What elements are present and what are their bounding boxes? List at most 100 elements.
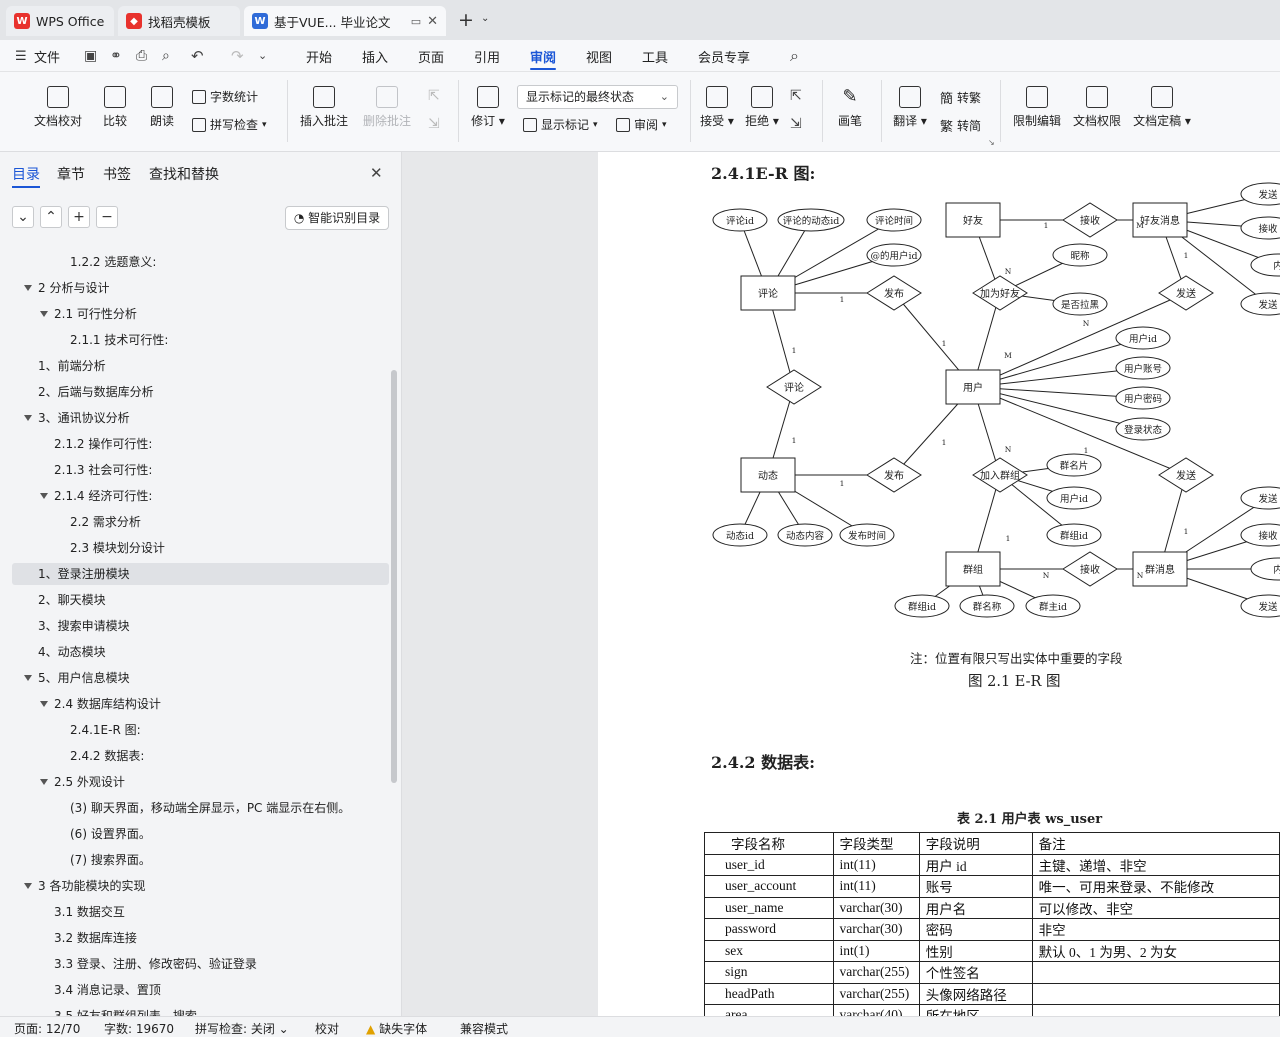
expand-triangle-icon[interactable] bbox=[40, 701, 48, 707]
toc-item[interactable]: 2.4.1E-R 图: bbox=[12, 719, 389, 741]
toc-item[interactable]: 3、通讯协议分析 bbox=[12, 407, 389, 429]
revise-button[interactable]: 修订 ▾ bbox=[470, 86, 506, 129]
link-icon[interactable]: ⚭ bbox=[110, 48, 122, 64]
toc-item[interactable]: 3、搜索申请模块 bbox=[12, 615, 389, 637]
nav-tab-find-replace[interactable]: 查找和替换 bbox=[149, 167, 219, 183]
tab-list-chevron-icon[interactable]: ⌄ bbox=[481, 13, 490, 24]
toc-item[interactable]: 2 分析与设计 bbox=[12, 277, 389, 299]
tab-wps-office[interactable]: W WPS Office bbox=[6, 6, 114, 36]
word-count-button[interactable]: 字数统计 bbox=[192, 88, 258, 105]
expand-all-button[interactable]: ⌄ bbox=[12, 206, 34, 228]
proofread-status[interactable]: 校对 bbox=[315, 1022, 340, 1036]
toc-item[interactable]: 4、动态模块 bbox=[12, 641, 389, 663]
menu-references[interactable]: 引用 bbox=[474, 51, 501, 66]
toc-item[interactable]: (7) 搜索界面。 bbox=[12, 849, 389, 871]
pen-button[interactable]: ✎ 画笔 bbox=[836, 86, 864, 129]
toc-item[interactable]: 3 各功能模块的实现 bbox=[12, 875, 389, 897]
spell-check-status[interactable]: 拼写检查: 关闭 ⌄ bbox=[195, 1022, 289, 1036]
collapse-all-button[interactable]: ⌃ bbox=[40, 206, 62, 228]
save-icon[interactable]: ▣ bbox=[84, 48, 98, 64]
dialog-launcher-icon[interactable]: ↘ bbox=[988, 138, 995, 147]
menu-member[interactable]: 会员专享 bbox=[698, 51, 751, 66]
toc-item[interactable]: 3.3 登录、注册、修改密码、验证登录 bbox=[12, 953, 389, 975]
undo-icon[interactable]: ↶ bbox=[191, 47, 204, 65]
menu-home[interactable]: 开始 bbox=[306, 51, 333, 66]
word-count-indicator[interactable]: 字数: 19670 bbox=[104, 1022, 175, 1036]
toc-item[interactable]: 2.1.4 经济可行性: bbox=[12, 485, 389, 507]
quick-access-chevron-icon[interactable]: ⌄ bbox=[258, 49, 268, 62]
doc-permission-button[interactable]: 文档权限 bbox=[1072, 86, 1122, 129]
expand-triangle-icon[interactable] bbox=[40, 779, 48, 785]
previous-revision-icon[interactable]: ⇱ bbox=[790, 88, 802, 104]
menu-view[interactable]: 视图 bbox=[586, 51, 613, 66]
add-heading-button[interactable]: + bbox=[68, 206, 90, 228]
pin-window-icon[interactable]: ▭ bbox=[410, 14, 422, 28]
print-icon[interactable]: ⎙ bbox=[136, 48, 148, 64]
new-tab-icon[interactable]: + bbox=[458, 9, 474, 31]
toc-item[interactable]: 2.1 可行性分析 bbox=[12, 303, 389, 325]
show-markup-button[interactable]: 显示标记 ▾ bbox=[523, 116, 598, 133]
insert-comment-button[interactable]: 插入批注 bbox=[300, 86, 348, 129]
nav-tab-toc[interactable]: 目录 bbox=[12, 164, 40, 188]
menu-review[interactable]: 审阅 bbox=[530, 47, 557, 70]
expand-triangle-icon[interactable] bbox=[40, 493, 48, 499]
toc-item[interactable]: 1.2.2 选题意义: bbox=[12, 251, 389, 273]
page-indicator[interactable]: 页面: 12/70 bbox=[14, 1022, 81, 1036]
nav-tab-bookmarks[interactable]: 书签 bbox=[103, 167, 131, 183]
spell-check-button[interactable]: 拼写检查 ▾ bbox=[192, 116, 267, 133]
toc-item[interactable]: 2.1.3 社会可行性: bbox=[12, 459, 389, 481]
toc-item[interactable]: 2.4 数据库结构设计 bbox=[12, 693, 389, 715]
smart-toc-button[interactable]: ◔ 智能识别目录 bbox=[285, 206, 389, 230]
remove-heading-button[interactable]: − bbox=[96, 206, 118, 228]
restrict-edit-button[interactable]: 限制编辑 bbox=[1012, 86, 1062, 129]
menu-tools[interactable]: 工具 bbox=[642, 51, 669, 66]
review-pane-button[interactable]: 审阅 ▾ bbox=[616, 116, 667, 133]
toc-item[interactable]: 2.5 外观设计 bbox=[12, 771, 389, 793]
next-comment-icon[interactable]: ⇲ bbox=[428, 116, 440, 132]
read-aloud-button[interactable]: 朗读 bbox=[148, 86, 176, 129]
toc-item[interactable]: 2、后端与数据库分析 bbox=[12, 381, 389, 403]
toc-item[interactable]: 3.1 数据交互 bbox=[12, 901, 389, 923]
toc-item[interactable]: 3.4 消息记录、置顶 bbox=[12, 979, 389, 1001]
expand-triangle-icon[interactable] bbox=[24, 285, 32, 291]
to-traditional-button[interactable]: 簡 转繁 bbox=[940, 88, 981, 107]
toc-item[interactable]: 2.4.2 数据表: bbox=[12, 745, 389, 767]
previous-comment-icon[interactable]: ⇱ bbox=[428, 88, 440, 104]
toc-item[interactable]: 3.2 数据库连接 bbox=[12, 927, 389, 949]
expand-triangle-icon[interactable] bbox=[24, 415, 32, 421]
translate-button[interactable]: 翻译 ▾ bbox=[892, 86, 928, 129]
hamburger-menu-icon[interactable]: ☰ bbox=[15, 49, 27, 64]
nav-tab-chapters[interactable]: 章节 bbox=[57, 167, 85, 183]
accept-button[interactable]: 接受 ▾ bbox=[700, 86, 734, 129]
toc-item[interactable]: 2.1.1 技术可行性: bbox=[12, 329, 389, 351]
toc-item[interactable]: 2.3 模块划分设计 bbox=[12, 537, 389, 559]
toc-item[interactable]: 2.2 需求分析 bbox=[12, 511, 389, 533]
doc-check-button[interactable]: 文档校对 bbox=[28, 86, 88, 129]
close-pane-icon[interactable]: ✕ bbox=[370, 164, 383, 182]
print-preview-icon[interactable]: ⌕ bbox=[162, 48, 170, 64]
to-simplified-button[interactable]: 繁 转简 bbox=[940, 116, 981, 135]
toc-item[interactable]: (3) 聊天界面，移动端全屏显示，PC 端显示在右侧。 bbox=[12, 797, 389, 819]
toc-item[interactable]: 2、聊天模块 bbox=[12, 589, 389, 611]
toc-item[interactable]: (6) 设置界面。 bbox=[12, 823, 389, 845]
menu-insert[interactable]: 插入 bbox=[362, 51, 389, 66]
delete-comment-button[interactable]: 删除批注 bbox=[360, 86, 414, 129]
toc-item[interactable]: 1、前端分析 bbox=[12, 355, 389, 377]
expand-triangle-icon[interactable] bbox=[40, 311, 48, 317]
toc-item[interactable]: 1、登录注册模块 bbox=[12, 563, 389, 585]
expand-triangle-icon[interactable] bbox=[24, 883, 32, 889]
tab-docer-templates[interactable]: ◆ 找稻壳模板 bbox=[118, 6, 240, 36]
menu-page[interactable]: 页面 bbox=[418, 51, 445, 66]
search-icon[interactable]: ⌕ bbox=[790, 46, 799, 65]
toc-item[interactable]: 5、用户信息模块 bbox=[12, 667, 389, 689]
toc-item[interactable]: 2.1.2 操作可行性: bbox=[12, 433, 389, 455]
expand-triangle-icon[interactable] bbox=[24, 675, 32, 681]
close-tab-icon[interactable]: ✕ bbox=[427, 13, 438, 29]
reject-button[interactable]: 拒绝 ▾ bbox=[745, 86, 779, 129]
toc-scrollbar[interactable] bbox=[391, 370, 397, 783]
compare-button[interactable]: 比较 bbox=[98, 86, 132, 129]
doc-finalize-button[interactable]: 文档定稿 ▾ bbox=[1132, 86, 1192, 129]
next-revision-icon[interactable]: ⇲ bbox=[790, 116, 802, 132]
tab-current-document[interactable]: W 基于VUE... 毕业论文 ▭ ✕ bbox=[244, 6, 446, 36]
markup-state-select[interactable]: 显示标记的最终状态 ⌄ bbox=[517, 85, 678, 109]
